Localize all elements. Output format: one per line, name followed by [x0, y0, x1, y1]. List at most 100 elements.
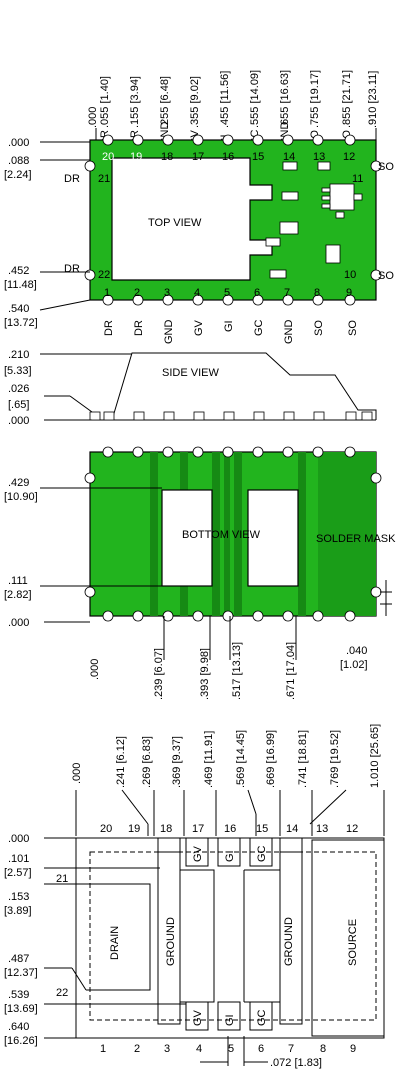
bottom-window-left	[161, 489, 213, 587]
fp-gate-gi-top: GI	[224, 850, 236, 862]
fp-gate-gi-bottom: GI	[224, 1014, 236, 1026]
fp-left-dim-10: [16.26]	[4, 1035, 38, 1047]
side-label-3: [.65]	[8, 399, 29, 411]
fp-pin-15: 15	[256, 823, 268, 835]
bottom-name-7: GND	[283, 320, 295, 345]
fp-pin-17: 17	[192, 823, 204, 835]
col-label-8: .755 [19.17]	[309, 70, 321, 128]
pin-15: 15	[252, 151, 264, 163]
fp-gate-gc-top: GC	[256, 845, 268, 862]
col-label-5: .455 [11.56]	[219, 71, 231, 128]
pin-17: 17	[192, 151, 204, 163]
pin-20: 20	[102, 151, 114, 163]
pin-2: 2	[134, 287, 140, 299]
side-label-1: [5.33]	[4, 365, 32, 377]
fp-region-source: SOURCE	[347, 919, 359, 966]
fp-pin-9: 9	[350, 1043, 356, 1055]
bottom-x-label-0: .000	[89, 659, 101, 680]
top-bottom-names: DR DR GND GV GI GC GND SO SO	[103, 319, 359, 344]
fp-top-dim-5: .569 [14.45]	[235, 730, 247, 788]
col-label-0: .000	[87, 107, 99, 128]
fp-left-dim-4: [3.89]	[4, 905, 32, 917]
bottom-left-label-2: .111	[8, 575, 28, 587]
pin-14: 14	[283, 151, 295, 163]
fp-pin-12: 12	[346, 823, 358, 835]
bottom-name-6: GC	[253, 319, 265, 336]
bottom-castellations	[84, 446, 382, 622]
fp-pin-21: 21	[56, 873, 68, 885]
fp-gate-gv-bottom: GV	[192, 1009, 204, 1026]
row-label-1: .088	[8, 155, 29, 167]
fp-pin-22: 22	[56, 987, 68, 999]
bottom-view: BOTTOM VIEW SOLDER MASK .429 [10.90] .11…	[4, 446, 396, 700]
fp-top-dim-0: .000	[71, 763, 83, 784]
bottom-name-4: GV	[193, 319, 205, 336]
solder-mask-label: SOLDER MASK	[316, 533, 396, 545]
fp-left-dim-9: .640	[8, 1021, 29, 1033]
top-view: .000 .055 [1.40] .155 [3.94] .255 [6.48]…	[4, 70, 394, 344]
side-profile	[92, 352, 377, 421]
col-label-6: .555 [14.09]	[249, 70, 261, 128]
side-label-4: .000	[8, 415, 29, 427]
fp-left-dim-7: .539	[8, 989, 29, 1001]
pin-11: 11	[352, 173, 363, 185]
bottom-leader-lines	[40, 487, 392, 660]
pin-4: 4	[194, 287, 200, 299]
pin-10: 10	[344, 269, 356, 281]
bottom-left-label-0: .429	[8, 477, 29, 489]
top-drain-area	[111, 157, 273, 281]
fp-gate-gv-top: GV	[192, 845, 204, 862]
fp-region-ground-2: GROUND	[283, 917, 295, 966]
fp-pin-5: 5	[228, 1043, 234, 1055]
footprint: .000 .241 [6.12] .269 [6.83] .369 [9.37]…	[4, 724, 385, 1069]
col-label-4: .355 [9.02]	[189, 76, 201, 128]
fp-pin-8: 8	[320, 1043, 326, 1055]
bottom-view-title: BOTTOM VIEW	[182, 529, 261, 541]
pin-7: 7	[284, 287, 290, 299]
pin-5: 5	[224, 287, 230, 299]
fp-pin-2: 2	[134, 1043, 140, 1055]
fp-top-dim-9: 1.010 [25.65]	[369, 724, 381, 788]
row-label-2: [2.24]	[4, 169, 32, 181]
side-label-2: .026	[8, 383, 29, 395]
fp-pin-20: 20	[100, 823, 112, 835]
side-leads	[89, 411, 373, 421]
fp-region-drain: DRAIN	[109, 926, 121, 960]
row-label-4: [11.48]	[4, 279, 37, 291]
bottom-x-label-4: .671 [17.04]	[285, 642, 297, 700]
top-leader-lines	[39, 128, 377, 311]
bottom-name-2: DR	[133, 320, 145, 336]
fp-top-dim-2: .269 [6.83]	[141, 736, 153, 788]
pin-16: 16	[222, 151, 234, 163]
solder-mask-text: SOLDER MASK	[316, 533, 396, 545]
row-label-0: .000	[8, 137, 29, 149]
fp-pin-6: 6	[258, 1043, 264, 1055]
pin-12: 12	[343, 151, 355, 163]
bottom-left-label-1: [10.90]	[4, 491, 38, 503]
col-label-2: .155 [3.94]	[129, 76, 141, 128]
gap-label-0: .040	[346, 645, 367, 657]
fp-dashed-boundary	[89, 851, 377, 1021]
pin-9: 9	[346, 287, 352, 299]
bottom-name-8: SO	[313, 320, 325, 336]
fp-pitch-label: .072 [1.83]	[270, 1057, 322, 1069]
bottom-x-label-1: .239 [6.07]	[153, 648, 165, 700]
row-label-3: .452	[8, 265, 29, 277]
fp-pin-3: 3	[164, 1043, 170, 1055]
bottom-left-label-4: .000	[8, 617, 29, 629]
gap-label-1: [1.02]	[340, 659, 368, 671]
fp-top-dim-3: .369 [9.37]	[171, 736, 183, 788]
fp-top-dim-8: .769 [19.52]	[329, 730, 341, 788]
bottom-x-label-3: .517 [13.13]	[231, 642, 243, 700]
top-row-labels: .000 .088 [2.24] .452 [11.48] .540 [13.7…	[4, 137, 394, 329]
col-label-9: .855 [21.71]	[341, 70, 353, 128]
fp-top-dim-1: .241 [6.12]	[115, 736, 127, 788]
top-pin-numbers: 20 19 18 17 16 15 14 13 12 11 10 21 22 1…	[98, 151, 363, 299]
fp-left-dim-6: [12.37]	[4, 967, 38, 979]
bottom-window-right	[247, 489, 299, 587]
pin-6: 6	[254, 287, 260, 299]
bottom-name-5: GI	[223, 320, 235, 332]
fp-pin-13: 13	[316, 823, 328, 835]
fp-top-dim-6: .669 [16.99]	[265, 730, 277, 788]
